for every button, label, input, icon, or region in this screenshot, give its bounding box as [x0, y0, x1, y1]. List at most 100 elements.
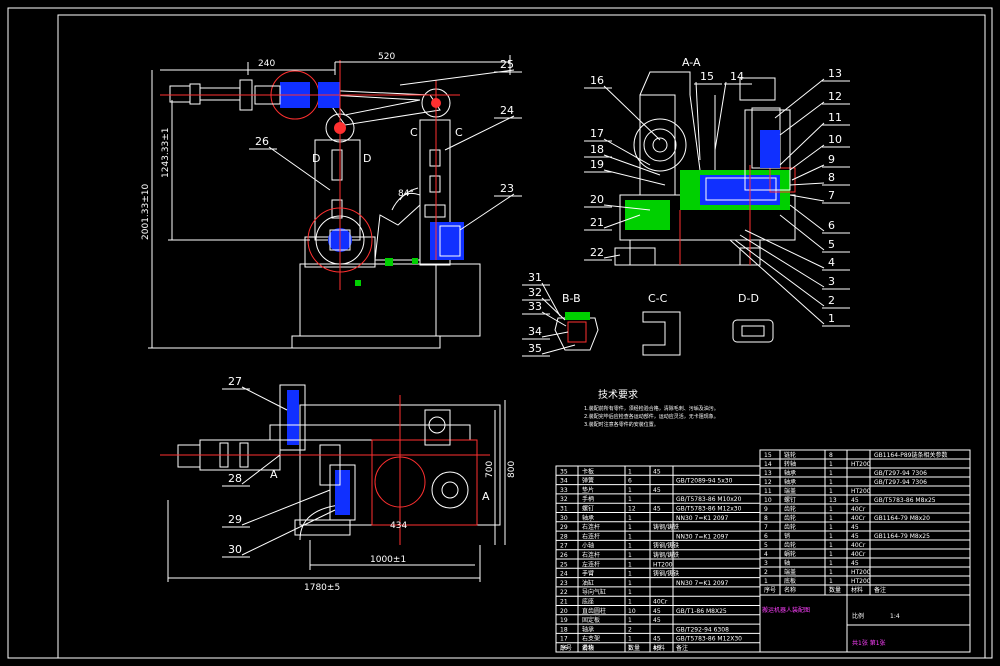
bom-cell: 40Cr: [851, 542, 866, 549]
bom-cell: 8: [764, 515, 768, 522]
balloon-number: 31: [528, 271, 542, 284]
section-aa-label: A-A: [682, 56, 701, 69]
bom-header-cell: 序号: [764, 586, 776, 594]
bom-header-cell: 备注: [676, 644, 688, 652]
bom-cell: 1: [628, 636, 632, 643]
bom-cell: 1: [829, 560, 833, 567]
balloon-28: 28: [222, 454, 281, 487]
bom-cell: 右连杆: [582, 551, 600, 559]
bom-cell: HT200: [653, 561, 673, 568]
balloon-2: 2: [734, 239, 850, 309]
balloon-number: 7: [828, 189, 835, 202]
balloon-8: 8: [789, 171, 850, 186]
dim-434: 434: [390, 521, 407, 531]
balloon-number: 9: [828, 153, 835, 166]
bom-cell: 右连杆: [582, 523, 600, 531]
bom-cell: 齿轮: [784, 541, 796, 549]
dim-1000: 1000±1: [370, 555, 406, 565]
bom-cell: 1: [628, 524, 632, 531]
balloon-18: 18: [584, 143, 661, 176]
bom-cell: GB/T5783-86 M12x30: [676, 506, 742, 513]
main-dimension-lines: [148, 55, 511, 349]
bom-cell: NN30 7=K1 2097: [676, 533, 728, 540]
bom-cell: 13: [764, 470, 772, 477]
bom-cell: GB1164-79 M8x20: [874, 515, 930, 522]
bom-cell: 45: [653, 636, 661, 643]
bom-cell: 10: [628, 608, 636, 615]
bom-cell: 1: [829, 569, 833, 576]
bom-cell: HT200: [851, 578, 871, 585]
dim-700: 700: [485, 461, 495, 478]
bom-cell: 6: [628, 478, 632, 485]
balloon-25: 25: [399, 58, 522, 86]
balloon-11: 11: [779, 111, 850, 166]
bom-cell: 底座: [582, 598, 594, 606]
balloon-35: 35: [522, 342, 576, 357]
bom-cell: 螺钉: [582, 505, 594, 513]
dim-1780: 1780±5: [304, 583, 340, 593]
bom-cell: 45: [653, 617, 661, 624]
bom-cell: 13: [829, 497, 837, 504]
bom-cell: 31: [560, 506, 568, 513]
bom-cell: 29: [560, 524, 568, 531]
bom-header-cell: 数量: [628, 644, 640, 652]
balloon-3: 3: [739, 234, 850, 290]
balloon-19: 19: [584, 158, 666, 186]
balloon-30: 30: [222, 509, 336, 558]
bom-cell: 15: [764, 452, 772, 459]
bom-cell: 小轴: [582, 542, 594, 550]
section-dd-view: [732, 319, 774, 343]
bom-cell: 端盖: [784, 568, 796, 576]
plan-view: [160, 384, 506, 582]
bom-cell: 1: [829, 524, 833, 531]
bom-cell: 1: [829, 551, 833, 558]
notes-line: 1.装配前所有零件，须经检验合格，清除毛刺、污垢及油污。: [584, 405, 719, 412]
bom-cell: 1: [829, 515, 833, 522]
balloon-13: 13: [774, 67, 850, 119]
balloon-labels: 1234567891011121314151617181920212223242…: [222, 58, 850, 558]
bom-cell: 17: [560, 636, 568, 643]
bom-cell: 轴承: [784, 469, 796, 477]
main-elevation-view: [160, 60, 481, 349]
bom-header-cell: 名称: [784, 586, 796, 594]
bom-cell: 1: [628, 589, 632, 596]
bom-cell: 1: [628, 599, 632, 606]
bom-cell: 链轮: [784, 451, 796, 459]
balloon-27: 27: [222, 375, 288, 411]
bom-cell: 32: [560, 496, 568, 503]
bom-header-cell: 名称: [582, 644, 594, 652]
bom-cell: 45: [851, 533, 859, 540]
dim-84: 84°: [398, 189, 414, 199]
section-labels: A-A B-B C-C D-D C C D D A A: [270, 56, 759, 503]
bom-right-header: 序号名称数量材料备注: [764, 586, 886, 594]
inner-frame: [57, 14, 986, 659]
bom-cell: 1: [829, 578, 833, 585]
bom-cell: HT200: [851, 569, 871, 576]
bom-cell: 18: [560, 626, 568, 633]
balloon-4: 4: [744, 229, 850, 271]
bom-cell: 16: [560, 645, 568, 652]
bom-cell: 弹簧: [582, 477, 594, 485]
bom-cell: 8: [829, 452, 833, 459]
bom-cell: 导向气缸: [582, 588, 606, 596]
bom-cell: 右连杆: [582, 532, 600, 540]
bom-cell: 1: [628, 533, 632, 540]
balloon-number: 27: [228, 375, 242, 388]
balloon-7: 7: [789, 189, 850, 204]
bom-cell: 1: [628, 496, 632, 503]
bom-cell: 轴: [784, 559, 790, 567]
bom-cell: GB/T2089-94 5x30: [676, 478, 733, 485]
bom-cell: 45: [653, 506, 661, 513]
bom-cell: GB/T1-86 M8X25: [676, 608, 727, 615]
